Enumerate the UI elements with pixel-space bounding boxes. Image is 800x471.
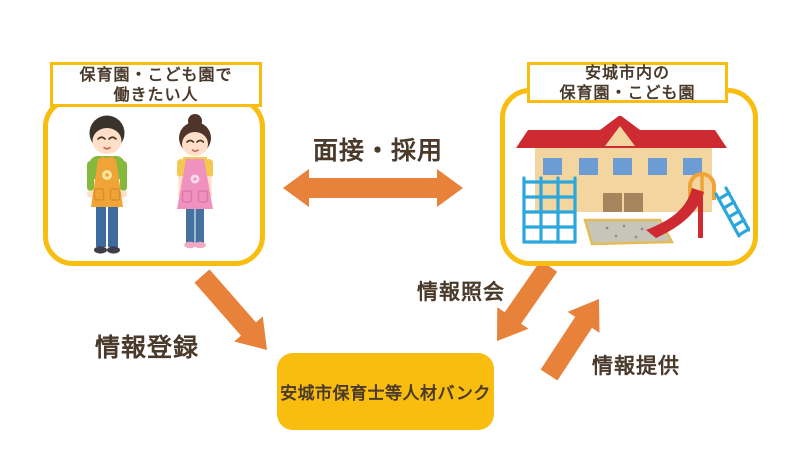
- childcare-workers-illustration: [86, 114, 213, 254]
- talent-bank-box: 安城市保育士等人材バンク: [277, 353, 494, 430]
- job-seekers-label-line2: 働きたい人: [113, 84, 199, 104]
- inquiry-arrow: [497, 260, 558, 341]
- job-seekers-label: 保育園・こども園で 働きたい人: [50, 62, 262, 107]
- interview-hire-label: 面接・採用: [312, 136, 443, 165]
- job-seekers-label-line1: 保育園・こども園で: [79, 64, 233, 84]
- talent-bank-label: 安城市保育士等人材バンク: [280, 384, 491, 404]
- job-seekers-box: [43, 97, 265, 266]
- provide-arrow: [540, 299, 600, 381]
- register-arrow: [194, 269, 267, 350]
- nursery-schools-label-line2: 保育園・こども園: [559, 82, 696, 102]
- info-provide-label: 情報提供: [592, 354, 680, 378]
- nursery-school-building-illustration: [516, 116, 750, 246]
- interview-double-arrow: [283, 169, 463, 207]
- info-inquiry-label: 情報照会: [417, 280, 505, 304]
- nursery-schools-label: 安城市内の 保育園・こども園: [527, 62, 728, 103]
- info-register-label: 情報登録: [95, 333, 200, 362]
- nursery-schools-label-line1: 安城市内の: [584, 62, 670, 82]
